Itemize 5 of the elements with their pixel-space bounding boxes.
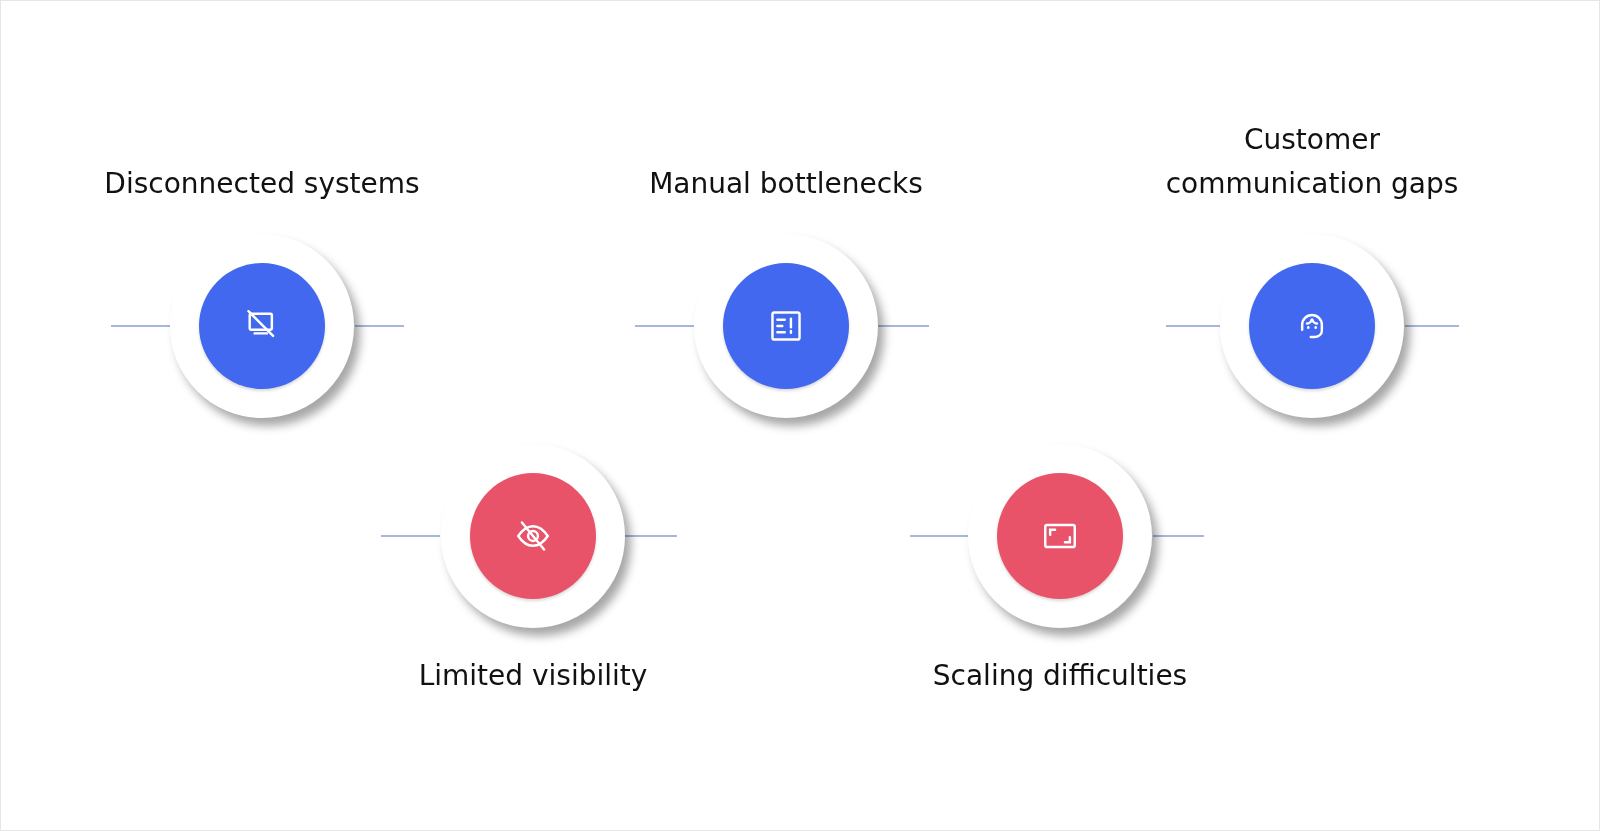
- node-heading: Scaling difficulties: [931, 658, 1189, 694]
- node-heading: Disconnected systems: [103, 166, 421, 202]
- node-heading: Customer communication gaps: [1164, 122, 1460, 202]
- node-heading: Manual bottlenecks: [648, 166, 924, 202]
- node-heading: Limited visibility: [417, 658, 649, 694]
